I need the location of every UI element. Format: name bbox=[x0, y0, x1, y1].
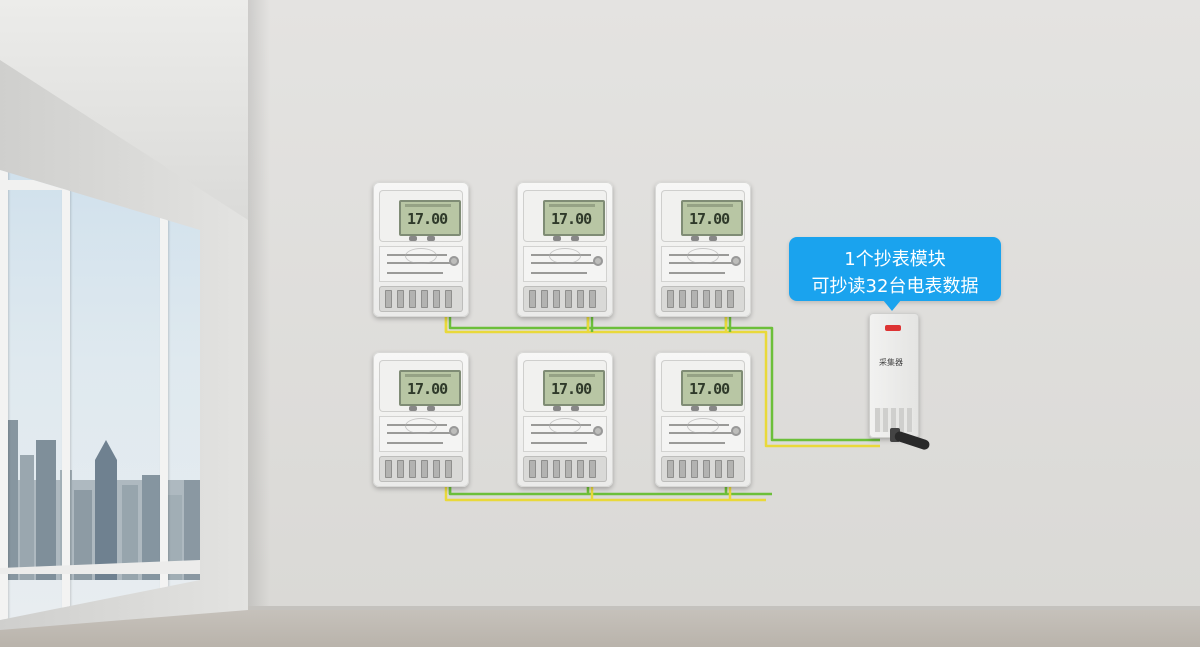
window-frame-mullion bbox=[62, 170, 70, 620]
electricity-meter: 17.00 bbox=[655, 182, 751, 317]
status-led bbox=[885, 325, 901, 331]
skirting-board bbox=[248, 606, 1200, 610]
meter-reading: 17.00 bbox=[407, 210, 448, 228]
callout-bubble: 1个抄表模块 可抄读32台电表数据 bbox=[789, 237, 1001, 311]
meter-lcd: 17.00 bbox=[399, 200, 461, 236]
electricity-meter: 17.00 bbox=[373, 352, 469, 487]
data-collector: 采集器 bbox=[869, 313, 919, 438]
floor bbox=[0, 610, 1200, 647]
terminal-block bbox=[523, 456, 607, 482]
meter-lcd: 17.00 bbox=[681, 370, 743, 406]
meter-reading: 17.00 bbox=[407, 380, 448, 398]
window bbox=[0, 170, 200, 620]
electricity-meter: 17.00 bbox=[373, 182, 469, 317]
meter-reading: 17.00 bbox=[689, 210, 730, 228]
terminal-block bbox=[661, 456, 745, 482]
window-frame-mullion bbox=[160, 170, 168, 620]
electricity-meter: 17.00 bbox=[517, 352, 613, 487]
callout-line-2: 可抄读32台电表数据 bbox=[811, 276, 979, 297]
meter-lcd: 17.00 bbox=[399, 370, 461, 406]
terminal-block bbox=[379, 286, 463, 312]
meter-lcd: 17.00 bbox=[543, 370, 605, 406]
meter-lcd: 17.00 bbox=[681, 200, 743, 236]
terminal-block bbox=[379, 456, 463, 482]
electricity-meter: 17.00 bbox=[655, 352, 751, 487]
window-frame-left bbox=[0, 170, 8, 620]
terminal-block bbox=[661, 286, 745, 312]
meter-reading: 17.00 bbox=[689, 380, 730, 398]
green-wire-top bbox=[448, 315, 880, 442]
wall-corner-shadow bbox=[248, 0, 270, 610]
terminal-block bbox=[523, 286, 607, 312]
callout-line-1: 1个抄表模块 bbox=[844, 249, 946, 270]
meter-reading: 17.00 bbox=[551, 210, 592, 228]
electricity-meter: 17.00 bbox=[517, 182, 613, 317]
meter-reading: 17.00 bbox=[551, 380, 592, 398]
collector-label: 采集器 bbox=[879, 358, 903, 367]
yellow-wire-bottom bbox=[444, 485, 766, 502]
meter-lcd: 17.00 bbox=[543, 200, 605, 236]
